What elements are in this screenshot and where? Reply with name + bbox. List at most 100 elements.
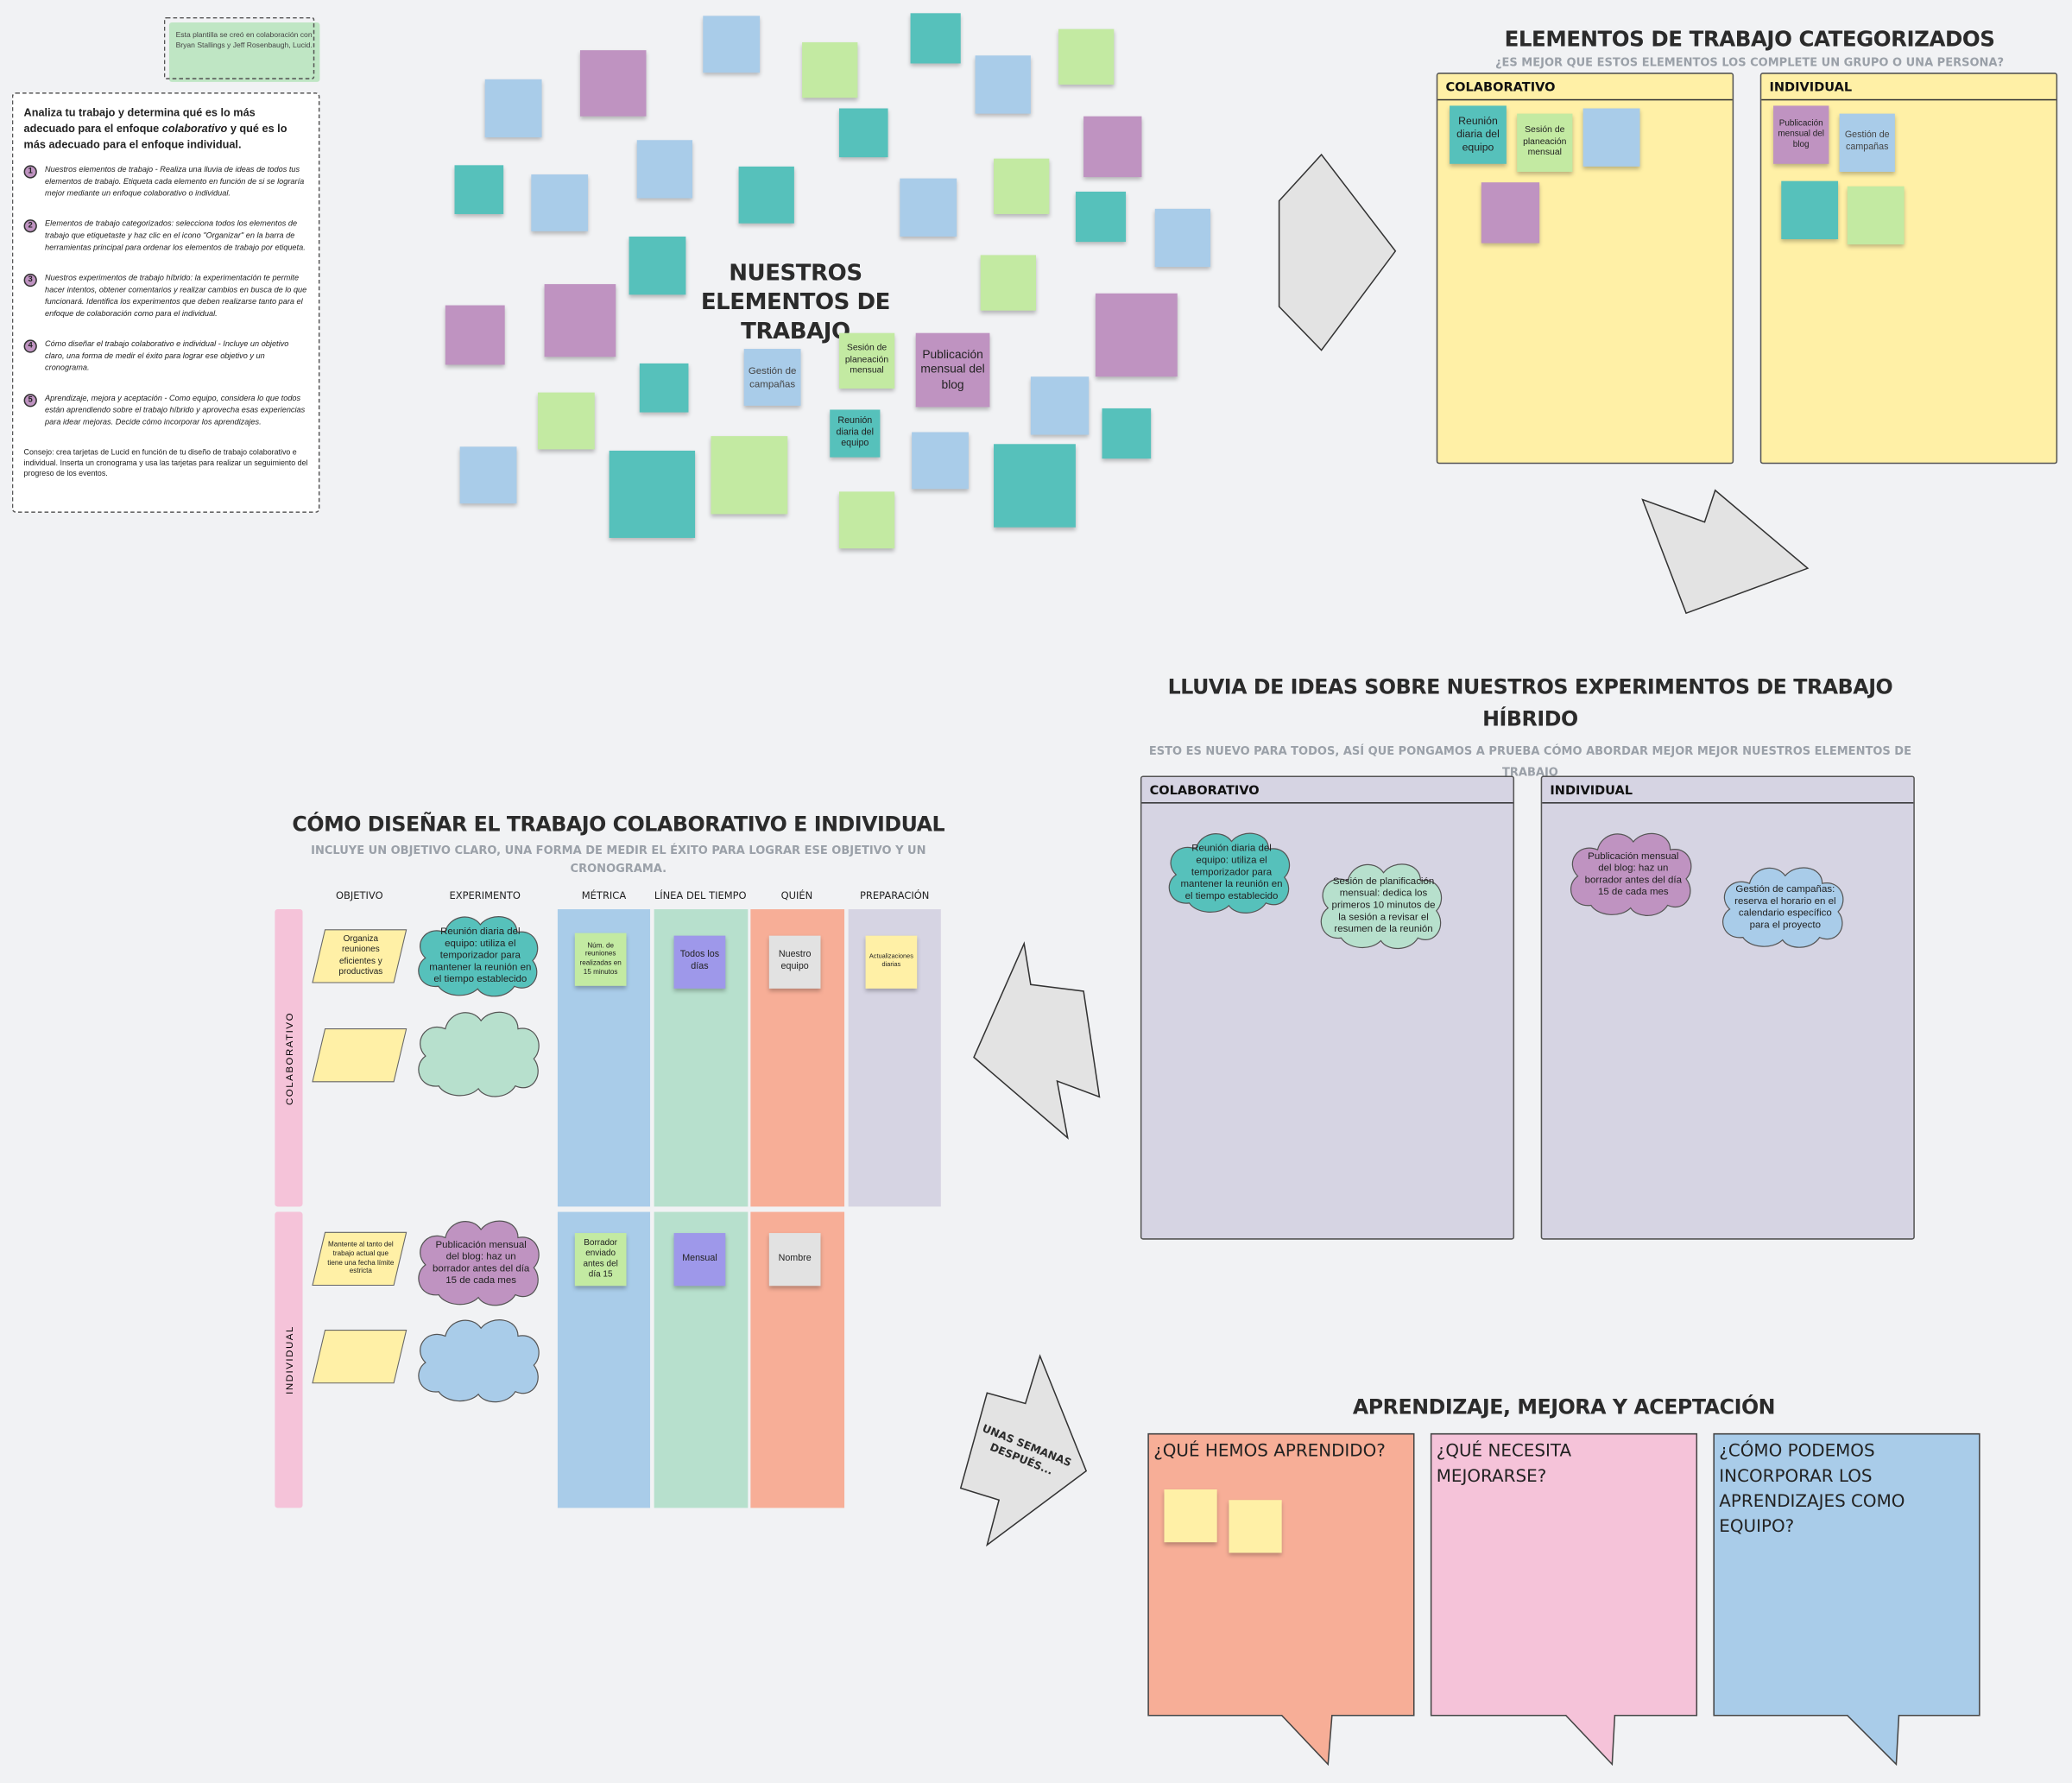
bubble-improve[interactable] — [1430, 1432, 1698, 1767]
cloud-monthly-blog[interactable]: Publicación mensual del blog: haz un bor… — [1564, 826, 1696, 919]
blank-sticky-note[interactable] — [1095, 293, 1178, 377]
blank-sticky-note[interactable] — [1847, 186, 1905, 245]
design-title: CÓMO DISEÑAR EL TRABAJO COLABORATIVO E I… — [292, 812, 945, 837]
bubble-learned[interactable] — [1147, 1432, 1415, 1767]
sticky-monthly-blog[interactable]: Publicación mensual del blog — [915, 332, 990, 408]
parallelogram-shape — [312, 1330, 407, 1384]
arrow-down-shape[interactable] — [1641, 489, 1810, 615]
cloud-shape — [413, 1004, 545, 1099]
cloud-shape — [413, 1213, 545, 1308]
blank-sticky-note[interactable] — [531, 174, 589, 231]
sticky-monthly-planning[interactable]: Sesión de planeación mensual — [838, 332, 895, 389]
sticky-daily-meeting[interactable]: Reunión diaria del equipo — [1450, 105, 1507, 164]
objective-collab[interactable]: Organiza reuniones eficientes y producti… — [312, 929, 407, 983]
parallelogram-shape — [312, 929, 407, 983]
prep-sticky-collab[interactable]: Actualizaciones diarias — [865, 935, 918, 989]
blank-sticky-note[interactable] — [1058, 28, 1115, 85]
panel-header: COLABORATIVO — [1141, 777, 1513, 804]
blank-sticky-note[interactable] — [1481, 182, 1540, 243]
step-number-badge: 3 — [23, 273, 37, 288]
row-label-indiv: INDIVIDUAL — [275, 1211, 303, 1508]
blank-sticky-note[interactable] — [1083, 116, 1142, 178]
column-header-objective: OBJETIVO — [335, 889, 383, 901]
cloud-shape — [1564, 826, 1696, 919]
question-incorporate: ¿CÓMO PODEMOS INCORPORAR LOS APRENDIZAJE… — [1719, 1441, 1905, 1538]
blank-sticky-note[interactable] — [994, 444, 1076, 528]
blank-sticky-note[interactable] — [910, 13, 961, 64]
arrow-weeks-later-shape[interactable] — [959, 1354, 1088, 1547]
blank-sticky-note[interactable] — [1075, 191, 1127, 243]
objective-empty[interactable] — [312, 1028, 407, 1083]
arrow-left-shape[interactable] — [973, 941, 1101, 1140]
experiment-cloud-empty[interactable] — [413, 1004, 545, 1099]
sticky-monthly-planning[interactable]: Sesión de planeación mensual — [1517, 113, 1573, 172]
who-sticky-indiv[interactable]: Nombre — [768, 1233, 821, 1287]
categorized-title: ELEMENTOS DE TRABAJO CATEGORIZADOS — [1504, 26, 1995, 52]
blank-sticky-note[interactable] — [912, 432, 969, 490]
bubble-incorporate[interactable] — [1713, 1432, 1980, 1767]
cloud-shape — [1315, 857, 1447, 952]
who-sticky-collab[interactable]: Nuestro equipo — [768, 935, 821, 989]
timeline-sticky-indiv[interactable]: Mensual — [673, 1233, 726, 1287]
blank-sticky-note[interactable] — [445, 305, 505, 365]
sticky-daily-meeting[interactable]: Reunión diaria del equipo — [830, 409, 881, 458]
blank-sticky-note[interactable] — [900, 178, 957, 237]
blank-sticky-note[interactable] — [629, 236, 686, 295]
blank-sticky-note[interactable] — [703, 16, 761, 73]
blank-sticky-note[interactable] — [1781, 180, 1839, 240]
timeline-sticky-collab[interactable]: Todos los días — [673, 935, 726, 989]
blank-sticky-note[interactable] — [711, 436, 788, 515]
blank-sticky-note[interactable] — [579, 50, 647, 117]
blank-sticky-note[interactable] — [975, 55, 1031, 114]
objective-empty[interactable] — [312, 1330, 407, 1384]
blank-sticky-note[interactable] — [537, 392, 595, 450]
categorized-subtitle: ¿ES MEJOR QUE ESTOS ELEMENTOS LOS COMPLE… — [1494, 56, 2005, 71]
metric-sticky-indiv[interactable]: Borrador enviado antes del día 15 — [574, 1233, 627, 1287]
sticky-campaigns[interactable]: Gestión de campañas — [1839, 113, 1895, 172]
blank-sticky-note[interactable] — [636, 140, 693, 199]
blank-sticky-note[interactable] — [484, 79, 542, 138]
column-header-preparation: PREPARACIÓN — [860, 889, 930, 901]
blank-sticky-note[interactable] — [1154, 208, 1211, 268]
blank-sticky-note[interactable] — [544, 284, 616, 357]
blank-sticky-note[interactable] — [980, 255, 1036, 311]
blank-sticky-note[interactable] — [1030, 376, 1090, 435]
arrow-right-shape[interactable] — [1278, 153, 1397, 351]
blank-sticky-note[interactable] — [639, 363, 689, 413]
blank-sticky-note[interactable] — [609, 450, 696, 538]
blank-sticky-note[interactable] — [459, 446, 517, 504]
blank-sticky-note[interactable] — [802, 41, 858, 98]
work-items-title: NUESTROS ELEMENTOS DE TRABAJO — [700, 260, 891, 345]
panel-header: INDIVIDUAL — [1542, 777, 1914, 804]
experiment-cloud-indiv[interactable]: Publicación mensual del blog: haz un bor… — [413, 1213, 545, 1308]
blank-sticky-note[interactable] — [994, 158, 1050, 214]
instructions-tip: Consejo: crea tarjetas de Lucid en funci… — [23, 449, 308, 479]
blank-sticky-note[interactable] — [738, 166, 794, 224]
blank-sticky-note[interactable] — [1582, 108, 1640, 167]
parallelogram-shape — [312, 1028, 407, 1083]
experiment-cloud-collab[interactable]: Reunión diaria del equipo: utiliza el te… — [413, 909, 544, 999]
cloud-monthly-planning[interactable]: Sesión de planificación mensual: dedica … — [1315, 857, 1447, 952]
blank-sticky-note[interactable] — [1102, 408, 1152, 459]
experiment-cloud-empty[interactable] — [413, 1312, 545, 1405]
learning-title: APRENDIZAJE, MEJORA Y ACEPTACIÓN — [1352, 1395, 1776, 1419]
blank-sticky-note[interactable] — [1229, 1500, 1282, 1553]
step-number-badge: 4 — [23, 339, 37, 353]
sticky-campaigns[interactable]: Gestión de campañas — [743, 349, 801, 406]
blank-sticky-note[interactable] — [1164, 1489, 1217, 1543]
blank-sticky-note[interactable] — [838, 108, 888, 158]
panel-header: COLABORATIVO — [1437, 74, 1733, 101]
cloud-daily-meeting[interactable]: Reunión diaria del equipo: utiliza el te… — [1163, 826, 1295, 916]
cloud-campaigns[interactable]: Gestión de campañas: reserva el horario … — [1716, 860, 1848, 950]
blank-sticky-note[interactable] — [838, 491, 895, 549]
column-header-who: QUIÉN — [780, 889, 813, 901]
objective-indiv[interactable]: Mantente al tanto del trabajo actual que… — [312, 1231, 407, 1287]
sticky-monthly-blog[interactable]: Publicación mensual del blog — [1773, 105, 1829, 164]
credit-note: Esta plantilla se creó en colaboración c… — [163, 16, 315, 79]
metric-sticky-collab[interactable]: Núm. de reuniones realizadas en 15 minut… — [574, 933, 627, 986]
blank-sticky-note[interactable] — [454, 165, 504, 214]
cloud-shape — [413, 1312, 545, 1405]
